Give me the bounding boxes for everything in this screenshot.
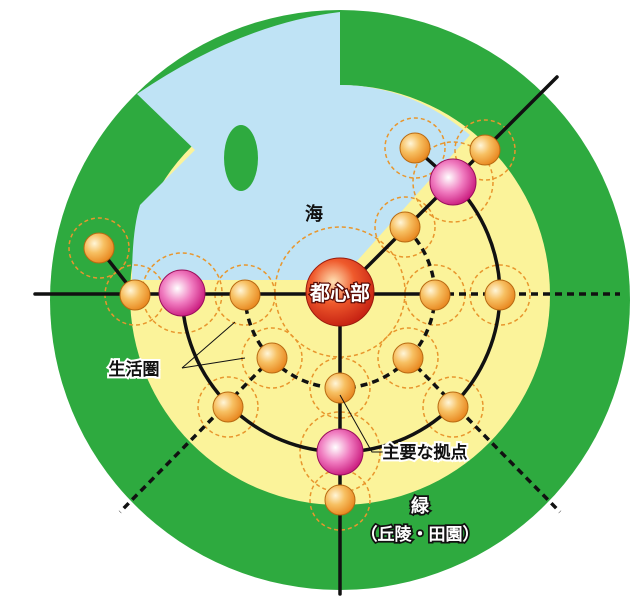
major-hub-west (158, 269, 206, 317)
local-node (324, 372, 356, 404)
local-node (469, 134, 501, 166)
local-node (324, 484, 356, 516)
local-node (484, 279, 516, 311)
influence-circle (422, 376, 484, 438)
influence-circle (469, 264, 531, 326)
influence-circle (197, 376, 259, 438)
influence-circle (384, 117, 446, 179)
key-hub-label: 主要な拠点 (383, 442, 468, 463)
major-hub-northeast (429, 158, 477, 206)
influence-circle (454, 119, 516, 181)
leader-lines (181, 321, 388, 453)
center-label: 都心部 (309, 281, 370, 305)
green-label: 緑 (411, 495, 430, 517)
living-area-leader (181, 321, 236, 369)
major-hubs (158, 158, 477, 476)
local-node (437, 391, 469, 423)
key-hub-leader (339, 394, 388, 453)
living-area-label: 生活圏 (109, 359, 160, 380)
influence-circle (377, 327, 439, 389)
local-node (256, 342, 288, 374)
local-node (229, 279, 261, 311)
southwest-axis-line (118, 356, 274, 514)
sea-label: 海 (305, 203, 323, 225)
major-hub-south (316, 428, 364, 476)
local-node (399, 132, 431, 164)
local-node (119, 279, 151, 311)
local-nodes (83, 132, 516, 516)
local-node (389, 211, 421, 243)
green-detail-label: （丘陵・田園） (361, 524, 480, 545)
island-icon (224, 125, 258, 191)
influence-circle (68, 217, 130, 279)
influence-circle (412, 141, 494, 223)
city-center-node (305, 257, 375, 327)
local-node (212, 391, 244, 423)
local-node (419, 279, 451, 311)
southeast-axis-line (406, 356, 562, 514)
sea-area (132, 12, 470, 280)
local-node (392, 342, 424, 374)
influence-circle (374, 196, 436, 258)
living-area-leader (181, 357, 246, 369)
ring-road-arc (180, 180, 502, 454)
local-node (83, 232, 115, 264)
